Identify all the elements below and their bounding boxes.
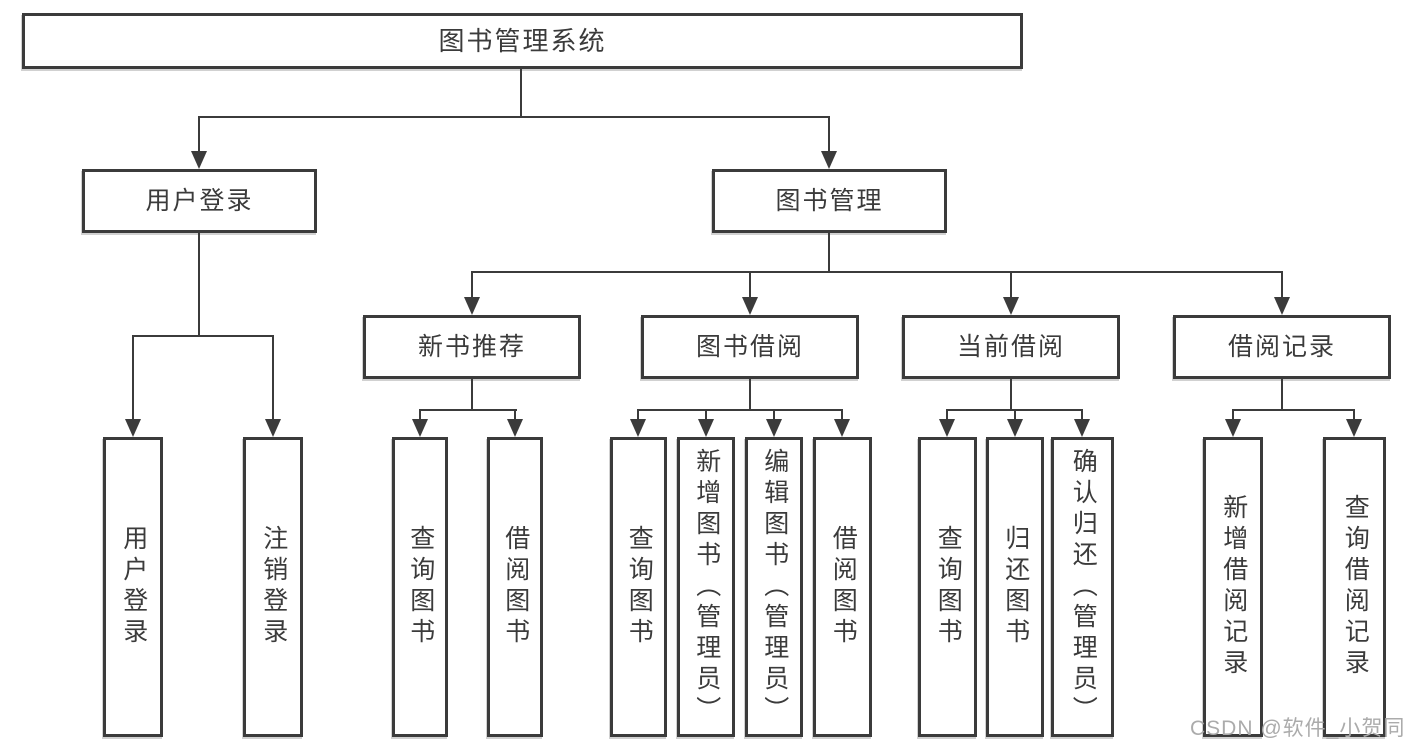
leaf-confirm-return-admin-label: 确认归还（管理员）	[1069, 447, 1098, 727]
node-user-login-label: 用户登录	[145, 186, 254, 215]
leaf-query-borrow-record: 查询借阅记录	[1323, 437, 1386, 737]
node-new-book-recommend: 新书推荐	[363, 315, 581, 379]
connector-vline	[1010, 379, 1012, 411]
leaf-query-books-borrowing-label: 查询图书	[625, 525, 654, 649]
connector-vline	[1281, 379, 1283, 411]
leaf-query-books-recommend-label: 查询图书	[406, 525, 435, 649]
connector-vline	[1010, 272, 1012, 300]
connector-vline	[828, 233, 830, 273]
connector-hline	[132, 335, 274, 337]
node-current-borrowing-label: 当前借阅	[956, 332, 1065, 361]
node-library-system-label: 图书管理系统	[438, 26, 607, 56]
node-book-borrowing: 图书借阅	[641, 315, 859, 379]
arrow-down-icon	[507, 419, 523, 437]
arrow-down-icon	[1346, 419, 1362, 437]
leaf-add-books-admin-label: 新增图书（管理员）	[692, 447, 721, 727]
arrow-down-icon	[1225, 419, 1241, 437]
leaf-borrow-books-recommend: 借阅图书	[487, 437, 543, 737]
connector-vline	[198, 233, 200, 337]
connector-vline	[1081, 410, 1083, 421]
arrow-down-icon	[1074, 419, 1090, 437]
connector-vline	[841, 410, 843, 421]
arrow-down-icon	[1007, 419, 1023, 437]
leaf-user-login: 用户登录	[103, 437, 163, 737]
arrow-down-icon	[766, 419, 782, 437]
csdn-watermark: CSDN @软件_小贺同学	[1190, 717, 1405, 740]
connector-vline	[419, 410, 421, 421]
node-book-management-label: 图书管理	[775, 186, 884, 215]
arrow-down-icon	[1003, 297, 1019, 315]
leaf-confirm-return-admin: 确认归还（管理员）	[1051, 437, 1114, 737]
leaf-return-books-label: 归还图书	[1001, 525, 1030, 649]
connector-hline	[637, 409, 843, 411]
arrow-down-icon	[834, 419, 850, 437]
connector-hline	[471, 271, 1283, 273]
connector-vline	[471, 379, 473, 411]
connector-vline	[1014, 410, 1016, 421]
connector-vline	[471, 272, 473, 300]
arrow-down-icon	[412, 419, 428, 437]
node-book-borrowing-label: 图书借阅	[695, 332, 804, 361]
leaf-return-books: 归还图书	[986, 437, 1044, 737]
node-library-system: 图书管理系统	[22, 13, 1023, 69]
connector-vline	[1232, 410, 1234, 421]
node-borrowing-records-label: 借阅记录	[1227, 332, 1336, 361]
node-current-borrowing: 当前借阅	[902, 315, 1120, 379]
node-new-book-recommend-label: 新书推荐	[417, 332, 526, 361]
leaf-query-books-current: 查询图书	[918, 437, 977, 737]
leaf-edit-books-admin: 编辑图书（管理员）	[745, 437, 803, 737]
connector-vline	[1281, 272, 1283, 300]
leaf-borrow-books-borrowing-label: 借阅图书	[829, 525, 858, 649]
leaf-add-borrow-record-label: 新增借阅记录	[1219, 494, 1248, 680]
connector-hline	[1232, 409, 1355, 411]
arrow-down-icon	[821, 151, 837, 169]
arrow-down-icon	[630, 419, 646, 437]
connector-hline	[419, 409, 517, 411]
connector-vline	[773, 410, 775, 421]
connector-vline	[1353, 410, 1355, 421]
leaf-add-books-admin: 新增图书（管理员）	[677, 437, 735, 737]
node-book-management: 图书管理	[712, 169, 947, 233]
leaf-logout-login: 注销登录	[243, 437, 303, 737]
arrow-down-icon	[1274, 297, 1290, 315]
leaf-query-books-recommend: 查询图书	[392, 437, 448, 737]
arrow-down-icon	[742, 297, 758, 315]
connector-vline	[132, 336, 134, 421]
node-borrowing-records: 借阅记录	[1173, 315, 1391, 379]
arrow-down-icon	[464, 297, 480, 315]
connector-vline	[828, 117, 830, 154]
connector-vline	[749, 272, 751, 300]
leaf-borrow-books-borrowing: 借阅图书	[813, 437, 872, 737]
leaf-query-books-borrowing: 查询图书	[610, 437, 667, 737]
connector-vline	[514, 410, 516, 421]
connector-vline	[705, 410, 707, 421]
leaf-logout-login-label: 注销登录	[259, 525, 288, 649]
node-user-login: 用户登录	[82, 169, 317, 233]
arrow-down-icon	[698, 419, 714, 437]
arrow-down-icon	[265, 419, 281, 437]
leaf-edit-books-admin-label: 编辑图书（管理员）	[760, 447, 789, 727]
leaf-query-books-current-label: 查询图书	[934, 525, 963, 649]
arrow-down-icon	[939, 419, 955, 437]
connector-hline	[198, 116, 830, 118]
connector-vline	[198, 117, 200, 154]
leaf-user-login-label: 用户登录	[119, 525, 148, 649]
connector-vline	[749, 379, 751, 411]
leaf-add-borrow-record: 新增借阅记录	[1203, 437, 1263, 737]
leaf-borrow-books-recommend-label: 借阅图书	[501, 525, 530, 649]
connector-vline	[946, 410, 948, 421]
connector-vline	[520, 69, 522, 117]
arrow-down-icon	[125, 419, 141, 437]
leaf-query-borrow-record-label: 查询借阅记录	[1341, 494, 1370, 680]
arrow-down-icon	[191, 151, 207, 169]
connector-vline	[272, 336, 274, 421]
connector-vline	[637, 410, 639, 421]
